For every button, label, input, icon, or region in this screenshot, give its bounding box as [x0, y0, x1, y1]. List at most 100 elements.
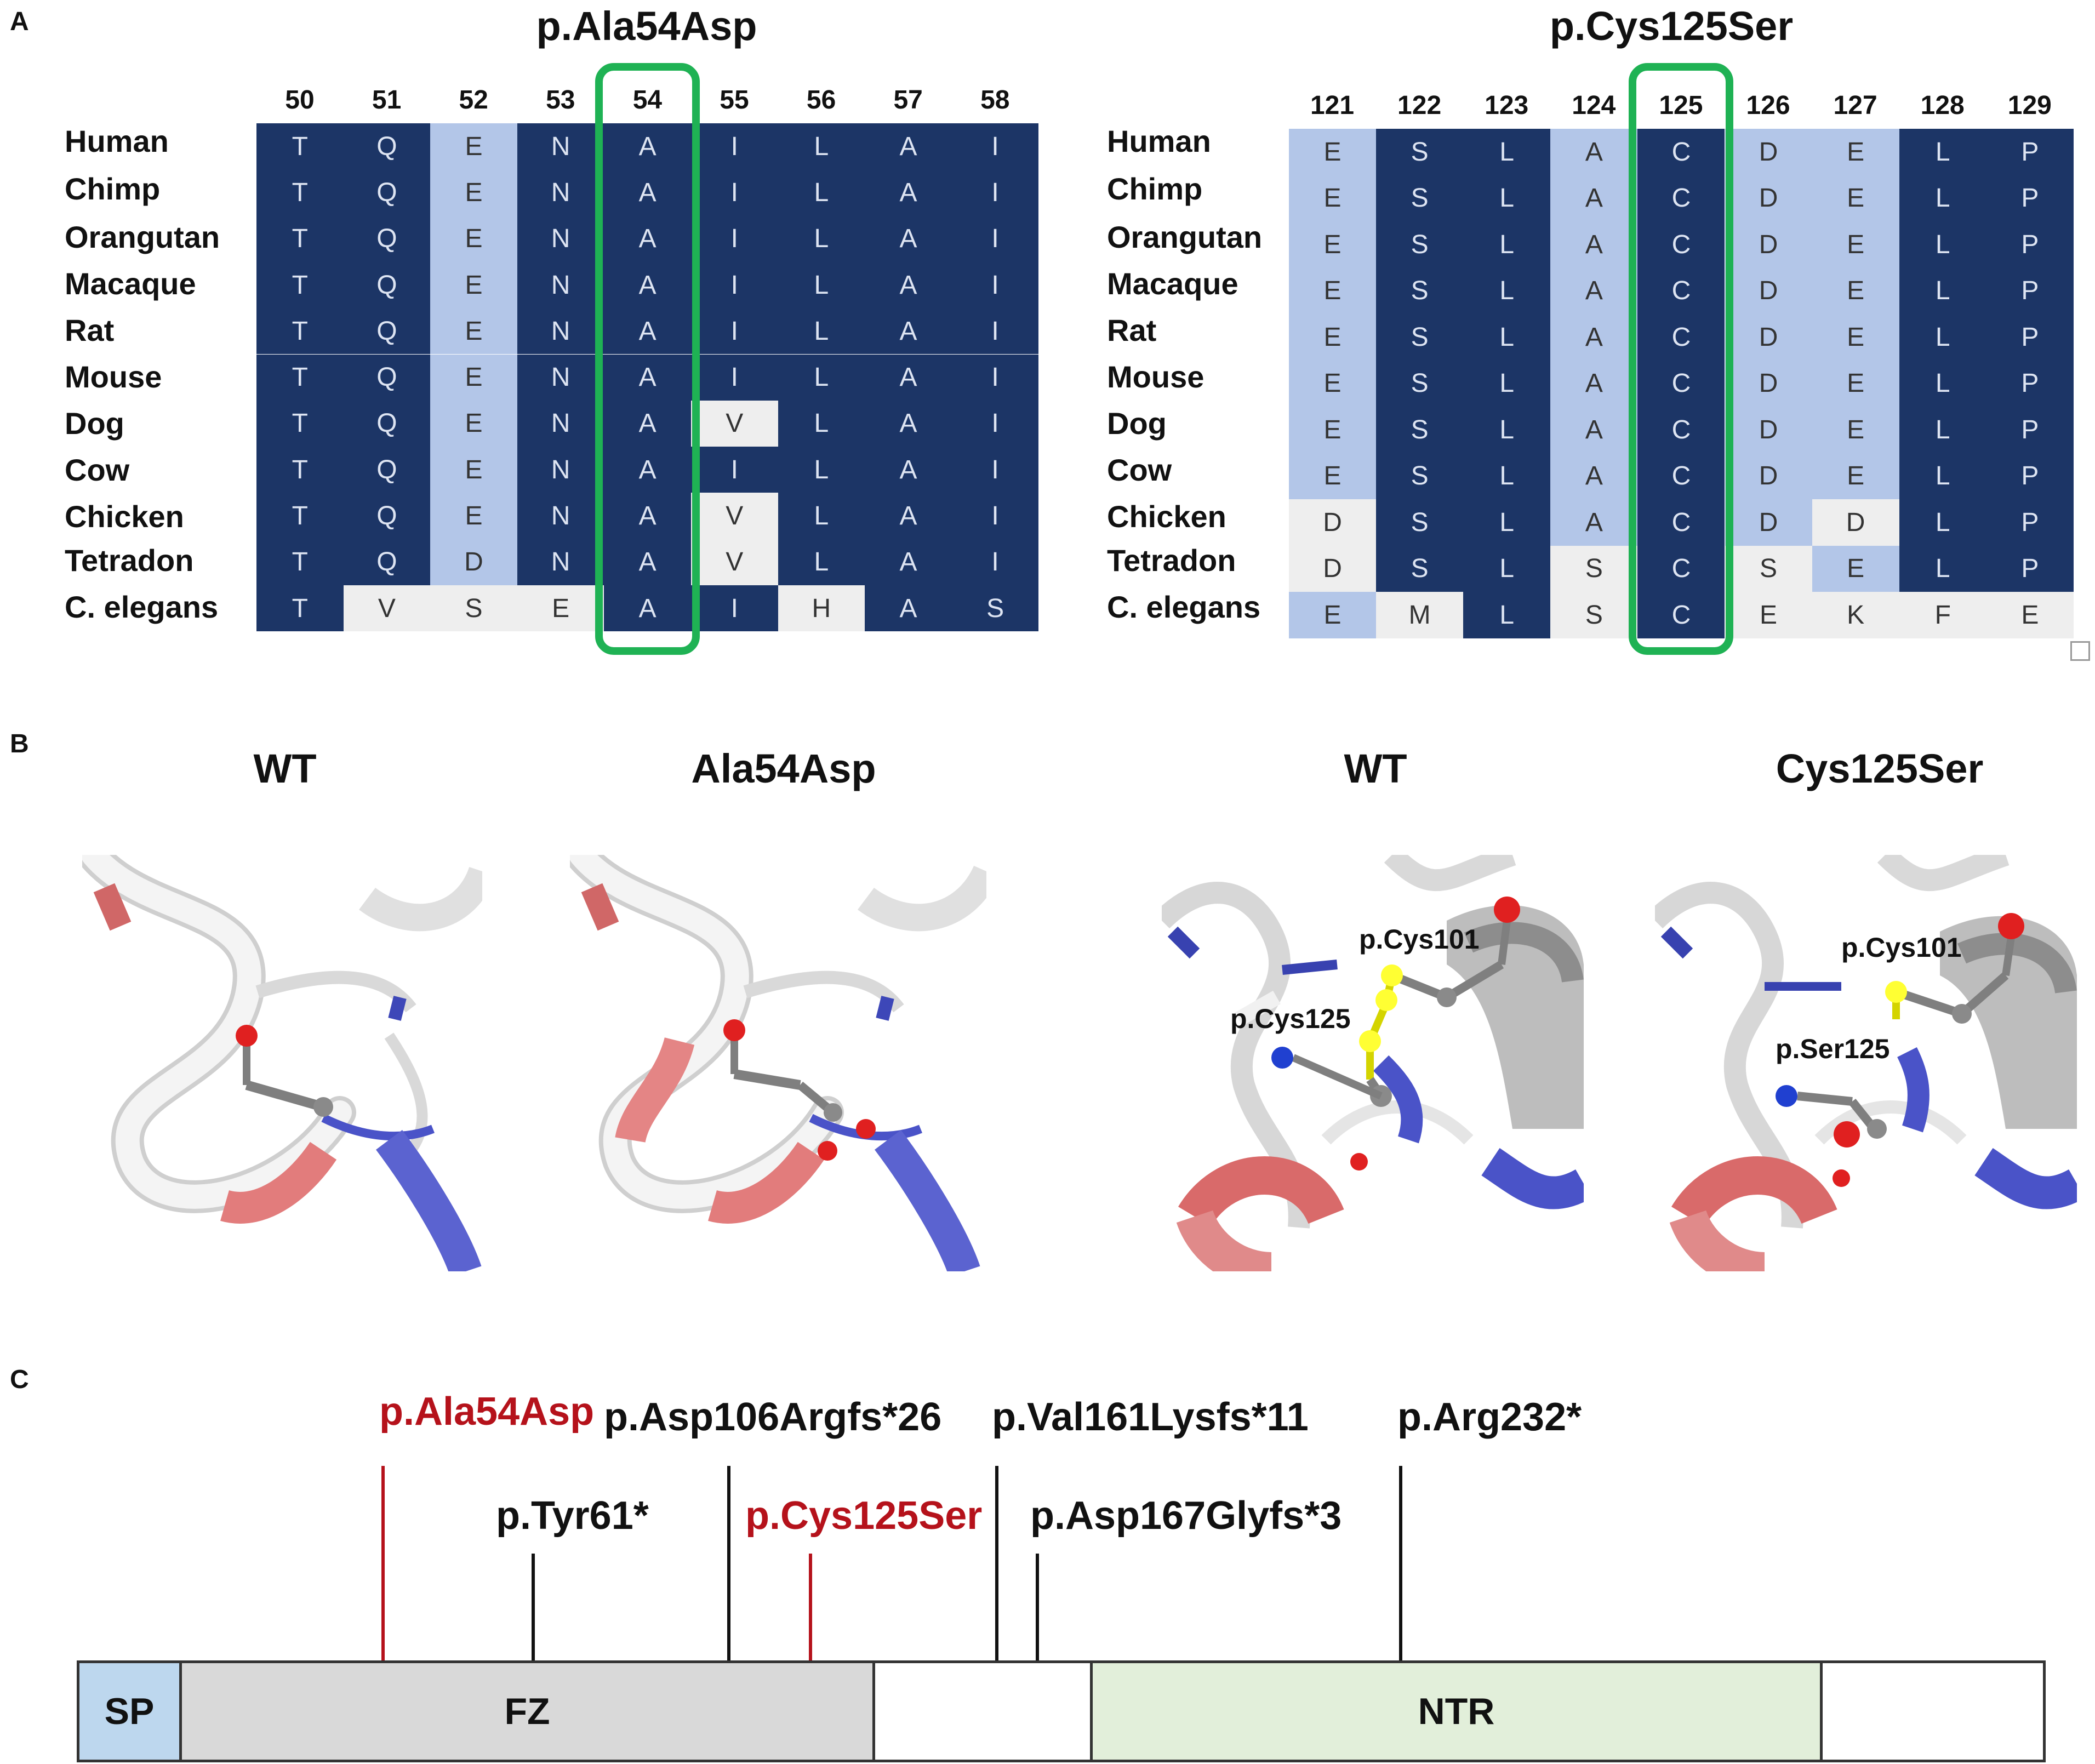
alignment-cell: T — [256, 585, 344, 632]
alignment-cell: L — [1463, 545, 1551, 592]
alignment-cell: A — [865, 261, 952, 309]
alignment-cell: A — [865, 123, 952, 170]
alignment-cell: I — [691, 169, 778, 216]
alignment-cell: E — [430, 493, 517, 539]
structure-title-3: WT — [1344, 746, 1407, 791]
position-header: 53 — [546, 85, 575, 115]
alignment-cell: L — [1899, 314, 1986, 361]
alignment-cell: S — [430, 585, 517, 632]
alignment-cell: I — [691, 447, 778, 493]
alignment-cell: E — [1812, 221, 1899, 268]
alignment-cell: N — [517, 215, 604, 262]
alignment-cell: E — [430, 354, 517, 401]
position-header: 123 — [1485, 91, 1529, 120]
alignment-cell: N — [517, 400, 604, 447]
alignment-cell: C — [1637, 360, 1725, 407]
alignment-right-title: p.Cys125Ser — [1549, 3, 1794, 49]
alignment-cell: D — [1725, 407, 1812, 453]
panel-label-b: B — [10, 729, 29, 758]
alignment-cell: E — [1812, 129, 1899, 175]
alignment-cell: L — [1463, 221, 1551, 268]
alignment-cell: D — [1725, 267, 1812, 314]
alignment-cell: Q — [343, 308, 431, 355]
alignment-cell: A — [604, 493, 691, 539]
resize-handle — [2070, 641, 2090, 661]
mutation-label-tyr61: p.Tyr61* — [496, 1494, 649, 1538]
alignment-cell: P — [1986, 499, 2074, 546]
species-label: Tetradon — [65, 543, 194, 578]
species-label: Chimp — [1107, 172, 1203, 206]
alignment-cell: A — [604, 447, 691, 493]
position-header: 51 — [372, 85, 402, 115]
alignment-cell: N — [517, 308, 604, 355]
alignment-cell: I — [951, 123, 1039, 170]
alignment-cell: A — [1550, 175, 1638, 221]
alignment-cell: D — [1725, 175, 1812, 221]
mutation-line-cys125ser — [809, 1554, 812, 1662]
species-label: C. elegans — [1107, 590, 1261, 624]
alignment-left-title: p.Ala54Asp — [536, 3, 757, 49]
alignment-cell: A — [865, 539, 952, 585]
domain-c-terminal — [1820, 1660, 2046, 1762]
alignment-cell: N — [517, 261, 604, 309]
species-label: Cow — [1107, 453, 1172, 487]
alignment-cell: E — [430, 308, 517, 355]
alignment-cell: A — [1550, 360, 1638, 407]
alignment-cell: A — [1550, 129, 1638, 175]
mutation-line-val161lysfs — [995, 1466, 998, 1662]
alignment-cell: C — [1637, 592, 1725, 638]
alignment-cell: L — [778, 308, 865, 355]
alignment-cell: E — [1812, 267, 1899, 314]
alignment-cell: N — [517, 169, 604, 216]
species-label: Chicken — [65, 499, 184, 534]
alignment-cell: A — [865, 169, 952, 216]
alignment-cell: E — [1986, 592, 2074, 638]
alignment-cell: E — [1289, 592, 1377, 638]
alignment-cell: A — [1550, 499, 1638, 546]
alignment-cell: P — [1986, 360, 2074, 407]
alignment-cell: N — [517, 123, 604, 170]
alignment-cell: L — [778, 169, 865, 216]
alignment-cell: A — [865, 354, 952, 401]
alignment-cell: C — [1637, 129, 1725, 175]
alignment-cell: A — [865, 447, 952, 493]
alignment-cell: D — [1725, 360, 1812, 407]
mutation-label-val161lysfs: p.Val161Lysfs*11 — [992, 1395, 1309, 1439]
alignment-cell: L — [1899, 453, 1986, 499]
alignment-cell: H — [778, 585, 865, 632]
panel-label-a: A — [10, 7, 29, 36]
alignment-cell: D — [1725, 453, 1812, 499]
alignment-cell: A — [604, 123, 691, 170]
alignment-cell: D — [1289, 545, 1377, 592]
mutation-line-asp106argfs — [727, 1466, 730, 1662]
alignment-cell: C — [1637, 314, 1725, 361]
alignment-cell: L — [778, 123, 865, 170]
alignment-cell: I — [691, 123, 778, 170]
alignment-cell: L — [1463, 499, 1551, 546]
alignment-cell: F — [1899, 592, 1986, 638]
alignment-cell: Q — [343, 400, 431, 447]
alignment-cell: P — [1986, 221, 2074, 268]
position-header: 57 — [893, 85, 923, 115]
species-label: Orangutan — [65, 220, 220, 254]
alignment-cell: L — [1899, 129, 1986, 175]
alignment-cell: A — [604, 215, 691, 262]
position-header: 55 — [720, 85, 749, 115]
alignment-cell: Q — [343, 215, 431, 262]
alignment-cell: L — [1463, 453, 1551, 499]
alignment-cell: L — [778, 400, 865, 447]
alignment-cell: E — [1289, 267, 1377, 314]
alignment-cell: Q — [343, 169, 431, 216]
alignment-cell: I — [951, 447, 1039, 493]
alignment-cell: L — [778, 447, 865, 493]
alignment-cell: I — [951, 261, 1039, 309]
alignment-cell: Q — [343, 539, 431, 585]
alignment-cell: L — [1899, 545, 1986, 592]
alignment-cell: T — [256, 261, 344, 309]
species-label: Macaque — [1107, 266, 1238, 301]
alignment-cell: L — [1899, 360, 1986, 407]
structure-image-mutant-cys125 — [1655, 855, 2077, 1271]
structure-image-mutant-ala54 — [570, 855, 986, 1271]
mutation-label-arg232: p.Arg232* — [1397, 1395, 1582, 1439]
species-label: Chicken — [1107, 499, 1226, 534]
